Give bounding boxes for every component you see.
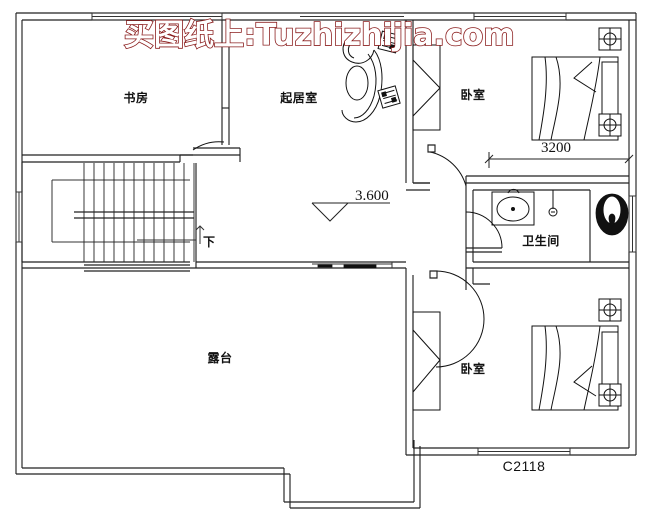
window-bottom-c2118 bbox=[477, 447, 571, 456]
door-bedroom-bottom bbox=[429, 270, 485, 368]
bathroom-sink bbox=[491, 188, 535, 226]
door-bedroom-top bbox=[427, 144, 467, 187]
watermark-label: 买图纸上:Tuzhizhijia.com bbox=[124, 18, 515, 53]
window-right-bathroom bbox=[628, 195, 637, 253]
bed-bottom-bedroom bbox=[531, 298, 622, 411]
window-top-right bbox=[473, 12, 567, 21]
sofa-set-living-room bbox=[341, 30, 401, 123]
staircase bbox=[21, 162, 205, 272]
armchair-upper bbox=[377, 30, 401, 54]
window-code-label: C2118 bbox=[503, 458, 546, 474]
room-label-bedroom-top: 卧室 bbox=[460, 87, 485, 102]
room-label-living: 起居室 bbox=[279, 90, 318, 105]
room-label-study: 书房 bbox=[123, 90, 148, 105]
room-label-bedroom-bottom: 卧室 bbox=[460, 361, 485, 376]
room-label-bathroom: 卫生间 bbox=[522, 233, 560, 248]
bed-top-bedroom bbox=[531, 27, 622, 141]
room-bedroom-top-walls bbox=[413, 175, 629, 184]
bathroom-toilet bbox=[595, 193, 629, 236]
door-study bbox=[192, 107, 229, 151]
window-top-left bbox=[91, 12, 223, 21]
room-study-walls bbox=[22, 20, 241, 163]
door-bathroom bbox=[465, 211, 503, 253]
stair-direction-label: 下 bbox=[203, 235, 216, 249]
dimension-3200-label: 3200 bbox=[541, 140, 571, 156]
wardrobe-bottom-bedroom bbox=[412, 311, 441, 411]
dimension-3200 bbox=[484, 152, 634, 168]
bathroom-floor-drain bbox=[548, 190, 558, 217]
terrace-outline bbox=[15, 268, 421, 509]
elevation-marker bbox=[311, 202, 390, 222]
mid-divider-wall bbox=[196, 261, 406, 269]
room-label-terrace: 露台 bbox=[207, 350, 232, 365]
room-bathroom-walls bbox=[465, 183, 629, 269]
room-bedroom-bottom-walls bbox=[465, 268, 490, 290]
wardrobe-top-bedroom bbox=[412, 44, 441, 131]
elevation-label: 3.600 bbox=[355, 188, 389, 204]
window-top-middle bbox=[300, 12, 404, 21]
window-left-stair bbox=[15, 191, 23, 243]
armchair-lower bbox=[377, 85, 401, 109]
